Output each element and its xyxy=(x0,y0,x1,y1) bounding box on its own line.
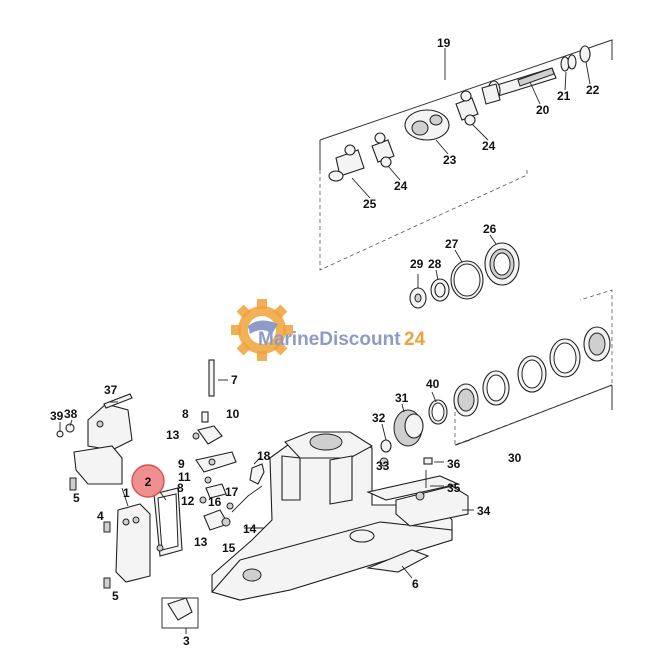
upper-gear-bearing-set xyxy=(409,234,520,309)
callout-20: 20 xyxy=(536,103,550,117)
callout-10: 10 xyxy=(226,407,240,421)
callout-24-right: 24 xyxy=(482,139,496,153)
callout-24-left: 24 xyxy=(394,179,408,193)
callout-17: 17 xyxy=(225,485,239,499)
callout-39: 39 xyxy=(50,409,64,423)
callout-31: 31 xyxy=(395,391,409,405)
callout-38: 38 xyxy=(64,407,78,421)
left-side-parts xyxy=(56,393,199,634)
callout-36: 36 xyxy=(447,457,461,471)
callout-26: 26 xyxy=(483,222,497,236)
panel-drive-shaft xyxy=(319,39,613,271)
callout-4: 4 xyxy=(97,509,104,523)
watermark-number: 24 xyxy=(404,329,426,350)
callout-25: 25 xyxy=(363,197,377,211)
callout-15: 15 xyxy=(222,541,236,555)
callout-13-upper: 13 xyxy=(166,428,180,442)
callout-9: 9 xyxy=(178,457,185,471)
drive-shaft-assembly xyxy=(328,45,591,199)
gear-housing xyxy=(211,431,453,601)
pinion-gear xyxy=(379,403,424,467)
watermark: MarineDiscount 24 xyxy=(231,299,426,361)
callout-7: 7 xyxy=(231,373,238,387)
callout-23: 23 xyxy=(443,153,457,167)
watermark-text: MarineDiscount xyxy=(258,329,401,350)
panel-bearings xyxy=(454,289,613,446)
trim-tab-anode xyxy=(366,457,474,527)
callout-18: 18 xyxy=(257,449,271,463)
callout-19: 19 xyxy=(437,36,451,50)
callout-21: 21 xyxy=(557,89,571,103)
callout-29: 29 xyxy=(410,257,424,271)
callout-32: 32 xyxy=(372,411,386,425)
callout-27: 27 xyxy=(445,237,459,251)
callout-28: 28 xyxy=(428,257,442,271)
callout-8-upper: 8 xyxy=(182,407,189,421)
callout-13-lower: 13 xyxy=(194,535,208,549)
callout-6: 6 xyxy=(412,577,419,591)
callout-22: 22 xyxy=(586,83,600,97)
callout-14: 14 xyxy=(243,522,257,536)
callout-5-upper: 5 xyxy=(73,491,80,505)
callout-1: 1 xyxy=(123,486,130,500)
callout-2: 2 xyxy=(145,475,152,489)
callout-30: 30 xyxy=(508,451,522,465)
highlight-callout-2[interactable]: 2 xyxy=(131,464,165,498)
callout-11: 11 xyxy=(178,470,191,484)
callout-5-lower: 5 xyxy=(112,589,119,603)
callout-40: 40 xyxy=(426,377,440,391)
callout-8-lower: 8 xyxy=(177,481,184,495)
callout-34: 34 xyxy=(477,504,491,518)
callout-16: 16 xyxy=(208,495,222,509)
callout-3: 3 xyxy=(183,634,190,648)
callout-12: 12 xyxy=(181,494,195,508)
callout-37: 37 xyxy=(104,383,118,397)
callout-35: 35 xyxy=(447,481,461,495)
callout-33: 33 xyxy=(376,459,390,473)
lower-bearing-set xyxy=(428,326,611,425)
callout-labels: 1 3 4 5 5 6 7 8 8 9 10 11 12 13 13 14 15… xyxy=(50,36,600,648)
gear-icon xyxy=(231,299,293,361)
shift-mechanism xyxy=(192,359,265,531)
